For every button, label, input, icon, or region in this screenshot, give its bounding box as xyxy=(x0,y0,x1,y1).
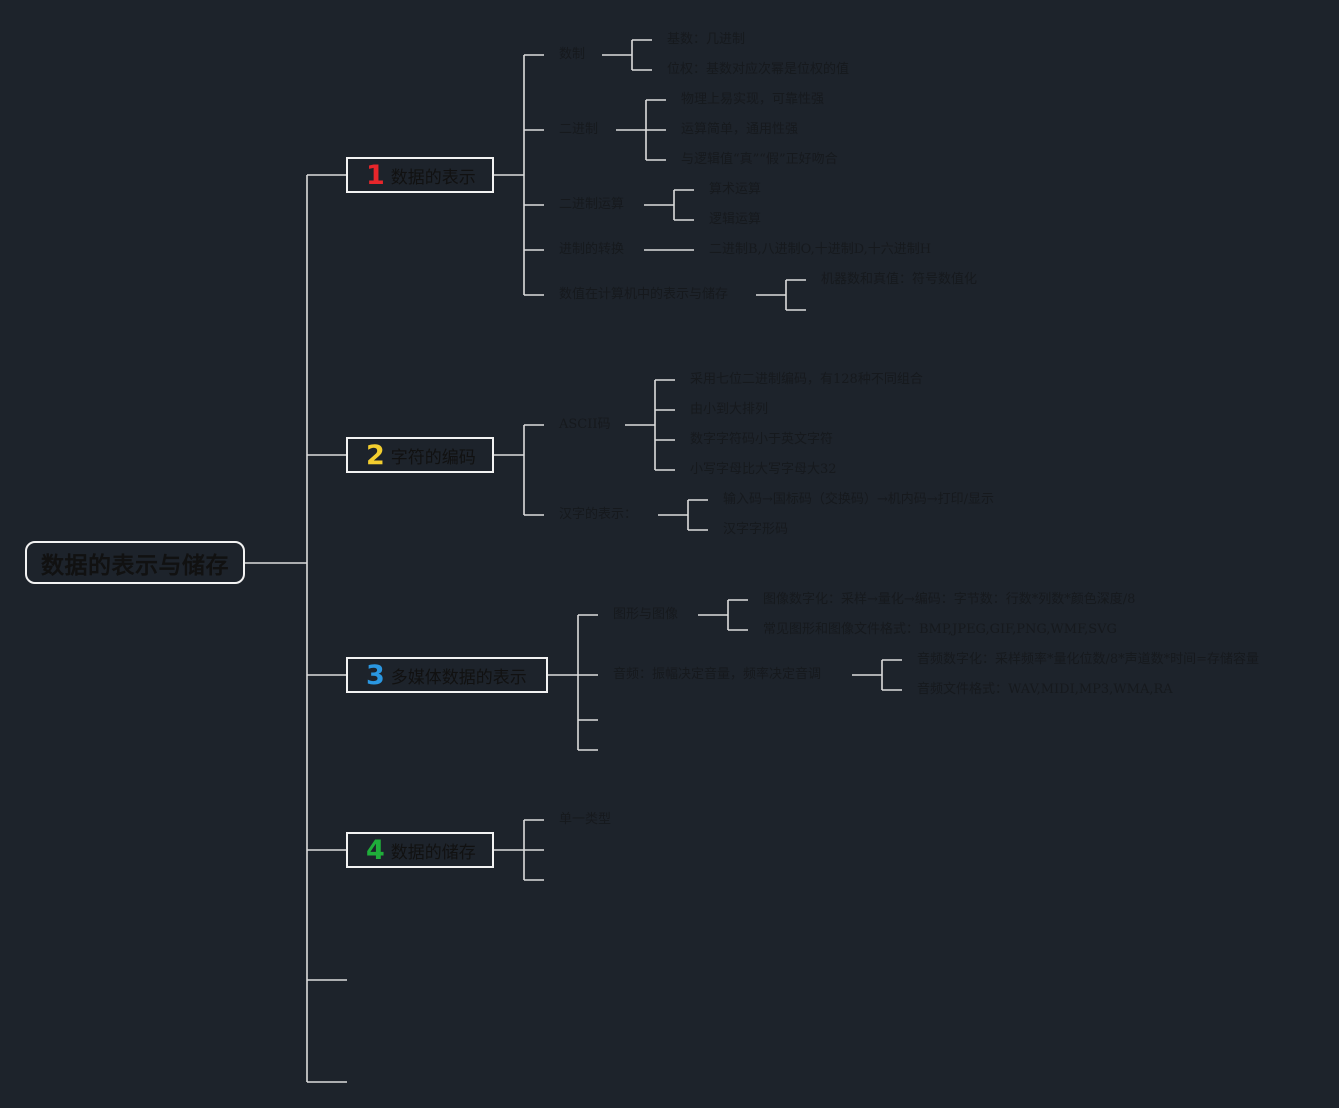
subtopic-graphics-images[interactable]: 图形与图像 xyxy=(613,607,679,622)
subtopic-audio[interactable]: 音频：振幅决定音量，频率决定音调 xyxy=(613,667,822,682)
detail-item[interactable]: 输入码→国标码（交换码）→机内码→打印/显示 xyxy=(723,492,995,507)
topic-multimedia[interactable]: 3 多媒体数据的表示 xyxy=(346,657,548,693)
subtopic-ascii[interactable]: ASCII码 xyxy=(559,417,611,432)
detail-item[interactable]: 音频数字化：采样频率*量化位数/8*声道数*时间=存储容量 xyxy=(917,652,1260,667)
subtopic-chinese-chars[interactable]: 汉字的表示： xyxy=(559,507,638,522)
subtopic-numeric-storage[interactable]: 数值在计算机中的表示与储存 xyxy=(559,287,729,302)
subtopic-number-system[interactable]: 数制 xyxy=(559,47,586,62)
detail-item[interactable]: 基数：几进制 xyxy=(667,32,746,47)
number-2-icon: 2 xyxy=(366,439,385,471)
topic-character-encoding[interactable]: 2 字符的编码 xyxy=(346,437,494,473)
number-3-icon: 3 xyxy=(366,659,385,691)
subtopic-base-conversion[interactable]: 进制的转换 xyxy=(559,242,625,257)
subtopic-binary[interactable]: 二进制 xyxy=(559,122,599,137)
number-4-icon: 4 xyxy=(366,834,385,866)
topic-label: 多媒体数据的表示 xyxy=(390,667,527,688)
subtopic-binary-operations[interactable]: 二进制运算 xyxy=(559,197,625,212)
topic-label: 数据的储存 xyxy=(390,842,476,863)
detail-item[interactable]: 二进制B,八进制O,十进制D,十六进制H xyxy=(709,242,932,257)
detail-item[interactable]: 物理上易实现，可靠性强 xyxy=(681,92,825,107)
detail-item[interactable]: 汉字字形码 xyxy=(723,522,789,537)
detail-item[interactable]: 数字字符码小于英文字符 xyxy=(690,432,834,447)
topic-label: 数据的表示 xyxy=(390,167,476,188)
detail-item[interactable]: 与逻辑值“真”“假”正好吻合 xyxy=(681,152,838,167)
topic-data-storage[interactable]: 4 数据的储存 xyxy=(346,832,494,868)
number-1-icon: 1 xyxy=(366,159,385,191)
detail-item[interactable]: 逻辑运算 xyxy=(709,212,762,227)
detail-item[interactable]: 算术运算 xyxy=(709,182,762,197)
detail-item[interactable]: 图像数字化：采样→量化→编码：字节数：行数*列数*颜色深度/8 xyxy=(763,592,1136,607)
detail-item[interactable]: 运算简单，通用性强 xyxy=(681,122,799,137)
topic-data-representation[interactable]: 1 数据的表示 xyxy=(346,157,494,193)
root-topic[interactable]: 数据的表示与储存 xyxy=(25,541,245,584)
detail-item[interactable]: 小写字母比大写字母大32 xyxy=(690,462,837,477)
detail-item[interactable]: 采用七位二进制编码，有128种不同组合 xyxy=(690,372,923,387)
detail-item[interactable]: 机器数和真值：符号数值化 xyxy=(821,272,978,287)
detail-item[interactable]: 常见图形和图像文件格式：BMP,JPEG,GIF,PNG,WMF,SVG xyxy=(763,622,1117,637)
detail-item[interactable]: 由小到大排列 xyxy=(690,402,769,417)
subtopic-single-type[interactable]: 单一类型 xyxy=(559,812,612,827)
topic-label: 字符的编码 xyxy=(390,447,476,468)
detail-item[interactable]: 位权：基数对应次幂是位权的值 xyxy=(667,62,850,77)
detail-item[interactable]: 音频文件格式：WAV,MIDI,MP3,WMA,RA xyxy=(917,682,1173,697)
